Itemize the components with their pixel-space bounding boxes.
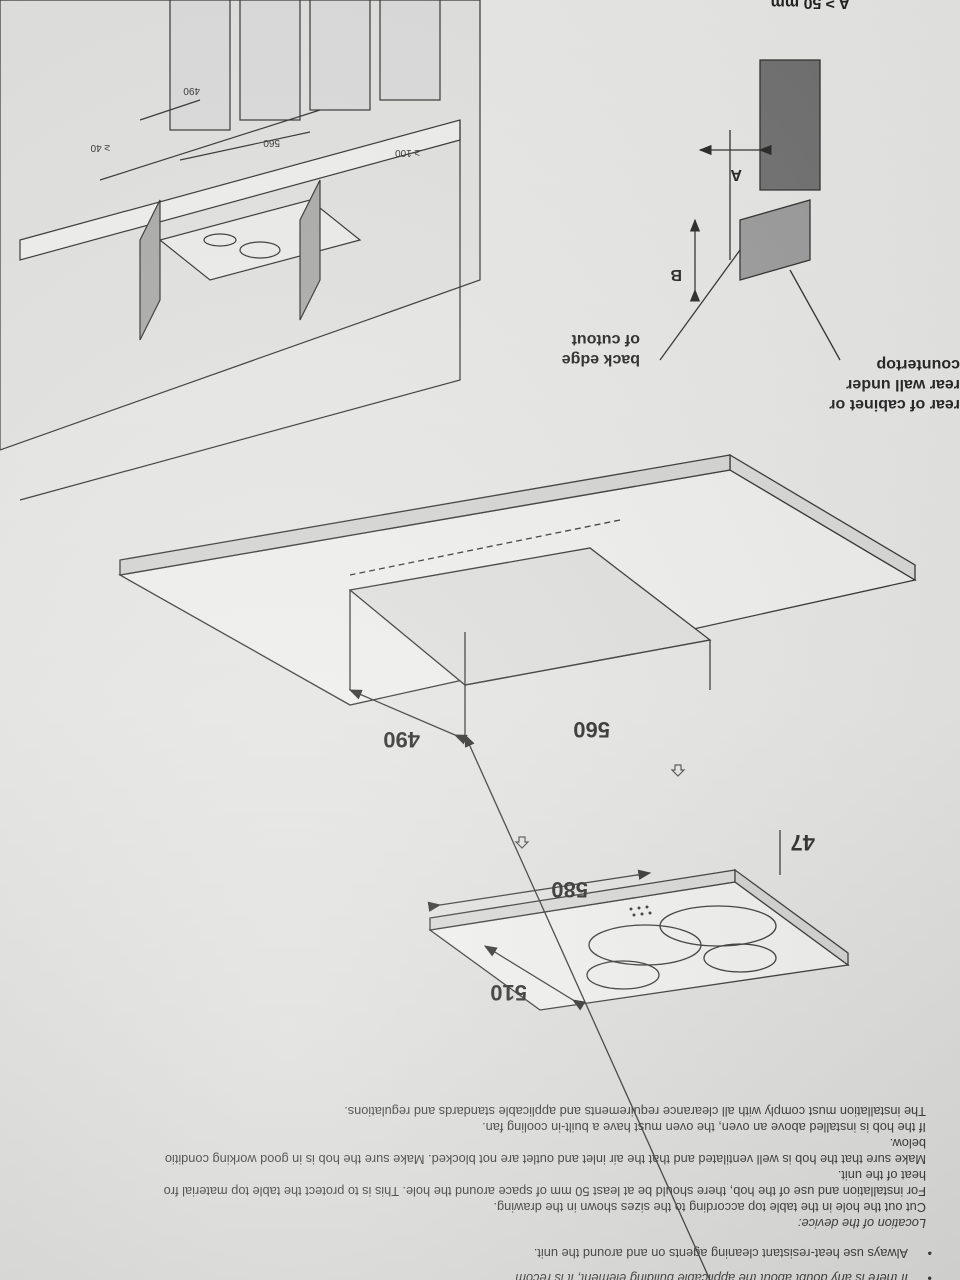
countertop-edge-front	[119, 454, 731, 576]
base-cabinet-left	[299, 179, 321, 321]
arrow-icon-1	[514, 836, 530, 849]
hob-width-label: 580	[551, 877, 588, 902]
kitchen-width-label: 560	[263, 137, 280, 148]
countertop-section	[739, 199, 811, 281]
hob-depth-label: 510	[490, 980, 527, 1005]
kitchen-dimension-overall	[99, 109, 321, 181]
countertop-drawing	[118, 453, 917, 1280]
back-edge-label-1: back edge	[562, 351, 640, 368]
upper-cabinet-1	[379, 0, 441, 101]
dimension-line-560	[464, 733, 720, 1280]
base-cabinet-right	[139, 199, 161, 341]
arrow-icon-2	[670, 764, 686, 777]
upper-cabinet-2	[309, 0, 371, 111]
upper-cabinet-3	[239, 0, 301, 121]
upper-cabinet-4	[169, 0, 231, 131]
kitchen-floor-line	[19, 120, 461, 501]
rear-label-1: rear of cabinet or	[829, 396, 960, 413]
hob-side-edge	[734, 868, 849, 967]
detail-label-b: B	[670, 266, 682, 283]
rear-wall-leader	[789, 269, 841, 361]
detail-cut-off-text: A ≥ 50 mm	[771, 0, 850, 11]
cutout-depth-label: 490	[383, 727, 420, 752]
kitchen-dimension-560	[179, 131, 311, 161]
clearance-detail	[659, 59, 841, 361]
cutout-width-label: 560	[573, 717, 610, 742]
rear-wall-block	[759, 59, 821, 191]
kitchen-dimension-490	[139, 99, 201, 121]
kitchen-burner-1-icon	[239, 241, 281, 259]
kitchen-burner-2-icon	[203, 233, 237, 247]
rear-label-2: rear wall under	[846, 376, 960, 393]
dimension-line-490	[348, 689, 468, 745]
kitchen-overall-label: ≥ 100	[395, 147, 420, 158]
back-edge-label-2: of cutout	[571, 331, 640, 348]
detail-label-a: A	[730, 166, 742, 183]
kitchen-min-depth-label: ≥ 40	[90, 142, 110, 153]
rear-label-3: countertop	[876, 356, 960, 373]
hob-height-label: 47	[791, 830, 815, 855]
cutout-dashed-edge	[349, 519, 621, 576]
kitchen-depth-label: 490	[183, 85, 200, 96]
back-edge-leader	[659, 249, 741, 361]
kitchen-drawing	[0, 0, 481, 501]
